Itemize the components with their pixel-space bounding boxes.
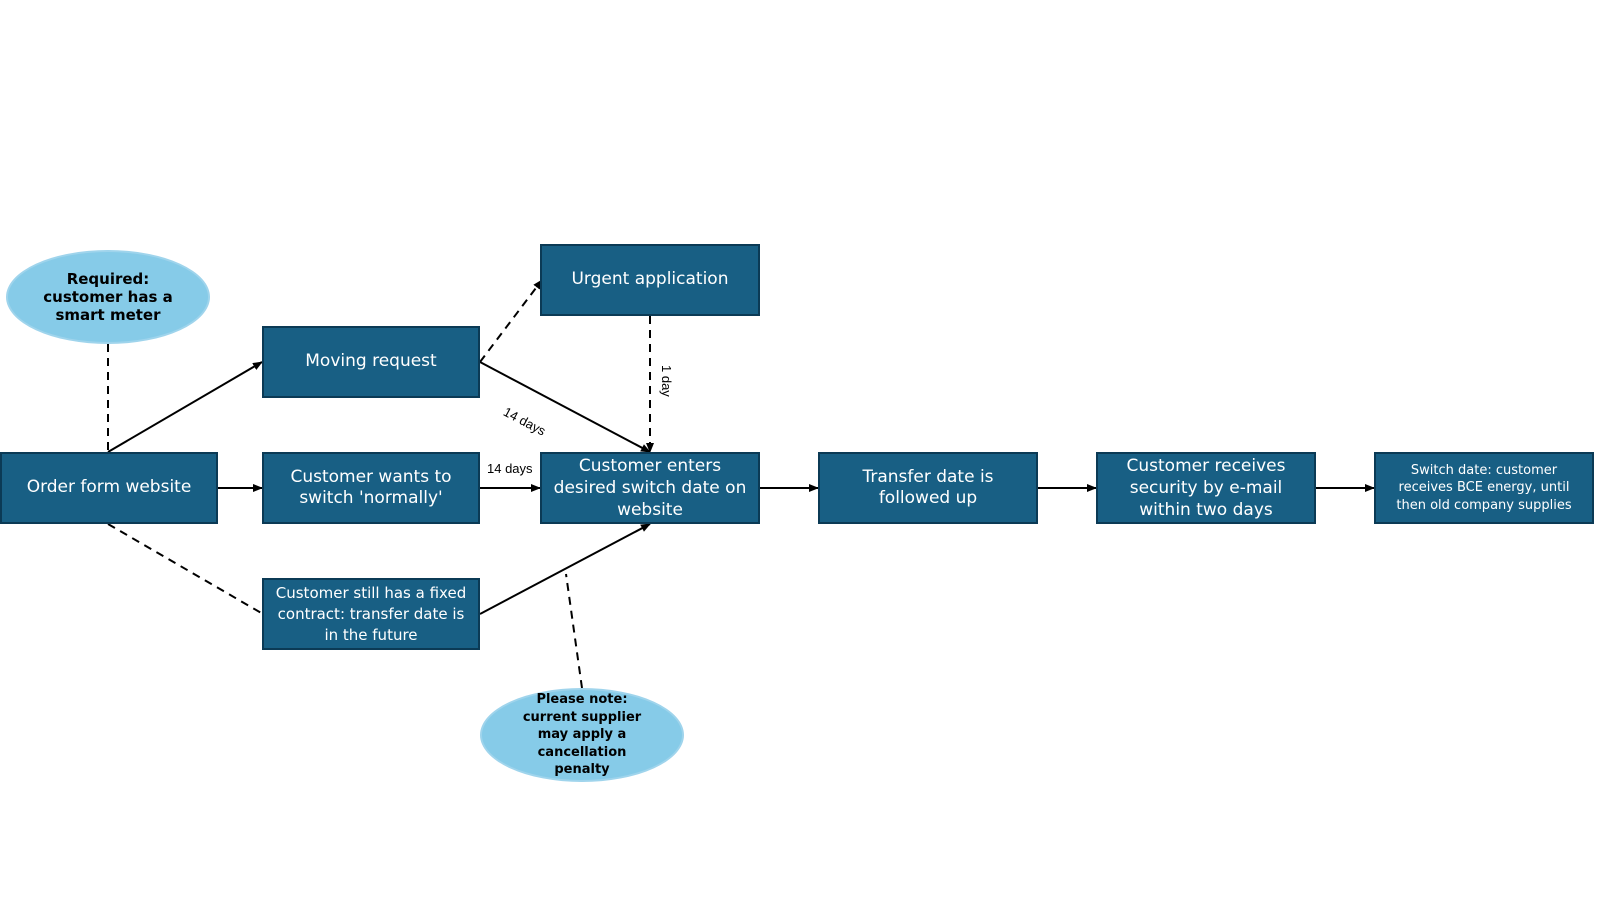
edge-note-to-enters bbox=[565, 573, 583, 689]
node-fixed-contract-label: Customer still has a fixed contract: tra… bbox=[275, 583, 467, 644]
edge-fixed-to-enters bbox=[479, 523, 651, 615]
edge-moving-to-urgent bbox=[479, 279, 543, 363]
note-required: Required: customer has a smart meter bbox=[6, 250, 210, 344]
edge-order-to-fixed bbox=[107, 523, 264, 615]
edge-moving-to-enters bbox=[479, 361, 651, 453]
note-required-text: Required: customer has a smart meter bbox=[43, 270, 173, 324]
node-receives-security-label: Customer receives security by e-mail wit… bbox=[1126, 455, 1286, 521]
node-receives-security: Customer receives security by e-mail wit… bbox=[1096, 452, 1316, 524]
node-moving-request-label: Moving request bbox=[305, 351, 437, 372]
node-switch-normally: Customer wants to switch 'normally' bbox=[262, 452, 480, 524]
edge-label-normal-14-days: 14 days bbox=[487, 461, 533, 476]
node-urgent-application: Urgent application bbox=[540, 244, 760, 316]
note-please-note: Please note: current supplier may apply … bbox=[480, 688, 684, 782]
node-switch-date: Switch date: customer receives BCE energ… bbox=[1374, 452, 1594, 524]
edge-label-urgent-1-day: 1 day bbox=[659, 365, 674, 397]
node-fixed-contract: Customer still has a fixed contract: tra… bbox=[262, 578, 480, 650]
edge-order-to-moving bbox=[107, 361, 263, 453]
note-please-note-text: Please note: current supplier may apply … bbox=[522, 692, 642, 778]
node-switch-normally-label: Customer wants to switch 'normally' bbox=[290, 466, 452, 508]
node-transfer-followed-label: Transfer date is followed up bbox=[862, 466, 994, 508]
node-switch-date-label: Switch date: customer receives BCE energ… bbox=[1396, 462, 1572, 513]
node-moving-request: Moving request bbox=[262, 326, 480, 398]
node-enters-switch-date: Customer enters desired switch date on w… bbox=[540, 452, 760, 524]
node-order-form-label: Order form website bbox=[26, 477, 192, 498]
node-order-form: Order form website bbox=[0, 452, 218, 524]
node-transfer-followed: Transfer date is followed up bbox=[818, 452, 1038, 524]
node-urgent-application-label: Urgent application bbox=[571, 269, 729, 290]
node-enters-switch-date-label: Customer enters desired switch date on w… bbox=[553, 455, 747, 521]
